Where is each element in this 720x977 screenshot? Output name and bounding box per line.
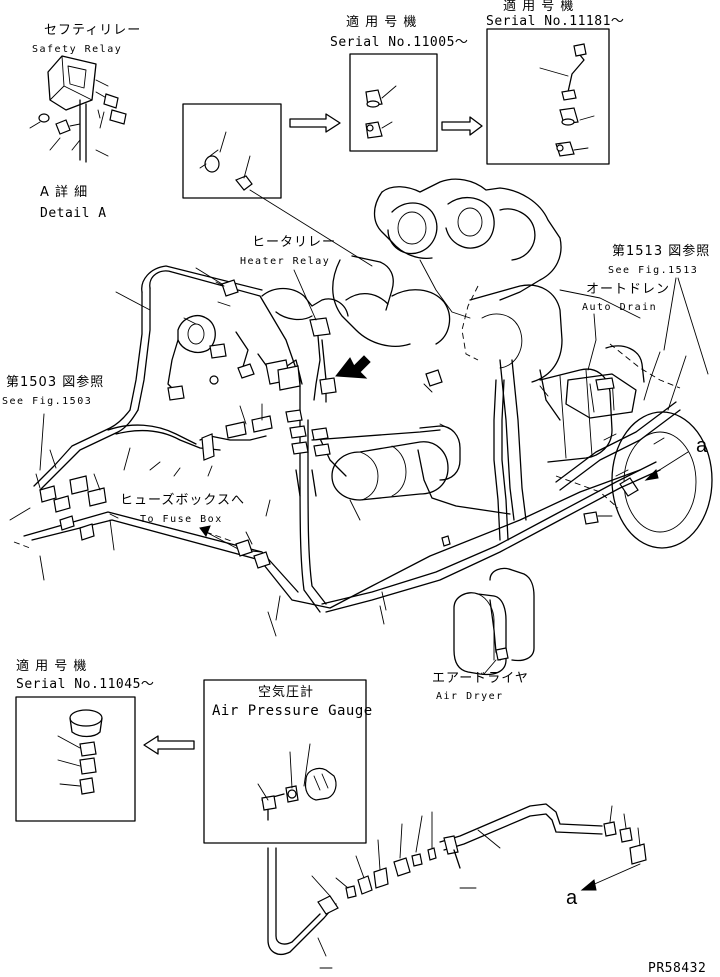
- leader-air-dryer: [483, 659, 497, 675]
- auto-drain-label-jp: オートドレン: [586, 282, 671, 297]
- heater-relay-label-en: Heater Relay: [240, 256, 331, 267]
- air-gauge-label-jp: 空気圧計: [258, 685, 315, 700]
- ref-a-upper: a: [696, 435, 708, 457]
- air-dryer-label-jp: エアードライヤ: [432, 671, 529, 686]
- serial-11181-label-jp: 適 用 号 機: [503, 0, 575, 14]
- see-fig-1513-label-en: See Fig.1513: [608, 265, 699, 276]
- serial-11045-box: [15, 696, 136, 822]
- serial-11005-box: [349, 53, 438, 152]
- serial-11045-label-en: Serial No.11045～: [16, 677, 155, 692]
- arrow-to-fuse-box: [109, 513, 235, 543]
- serial-11045-label-jp: 適 用 号 機: [16, 659, 88, 674]
- wire-harness: [9, 265, 687, 676]
- leader-connector: [249, 189, 373, 267]
- leader-heater-relay: [293, 269, 317, 321]
- ref-a-lower-arrow: [580, 863, 641, 891]
- air-pressure-gauge-box: [203, 679, 367, 844]
- fuse-box-label-en: To Fuse Box: [140, 514, 223, 525]
- see-fig-1513-label-jp: 第1513 図参照: [612, 244, 711, 259]
- ref-a-upper-arrow: [644, 451, 689, 481]
- safety-relay-label-en: Safety Relay: [32, 44, 123, 55]
- serial-11181-label-en: Serial No.11181～: [486, 14, 625, 29]
- fuse-box-label-jp: ヒューズボックスへ: [120, 493, 245, 508]
- leader-1513: [587, 277, 709, 375]
- serial-11005-label-jp: 適 用 号 機: [346, 15, 418, 30]
- air-gauge-label-en: Air Pressure Gauge: [212, 703, 373, 719]
- phantom-lines: [13, 285, 681, 549]
- heater-relay-label-jp: ヒータリレー: [252, 235, 337, 250]
- serial-11005-label-en: Serial No.11005～: [330, 35, 469, 50]
- air-line-assembly: [267, 803, 647, 957]
- detail-a-pointer: [335, 355, 371, 379]
- arrow-to-11045: [143, 735, 195, 755]
- safety-relay-label-jp: セフティリレー: [44, 23, 142, 38]
- detail-a-label-jp: A 詳 細: [40, 185, 89, 200]
- drawing-code: PR58432: [648, 961, 707, 976]
- serial-11181-box: [486, 28, 610, 165]
- see-fig-1503-label-en: See Fig.1503: [2, 396, 93, 407]
- connector-box: [182, 103, 282, 199]
- safety-relay-detail: [29, 55, 127, 163]
- arrow-to-11005: [289, 113, 341, 133]
- see-fig-1503-label-jp: 第1503 図参照: [6, 375, 105, 390]
- auto-drain-label-en: Auto Drain: [582, 302, 658, 313]
- leader-1503: [39, 413, 45, 471]
- detail-a-label-en: Detail A: [40, 206, 107, 221]
- arrow-to-11181: [441, 116, 483, 136]
- ref-a-lower: a: [566, 887, 578, 909]
- air-dryer-label-en: Air Dryer: [436, 691, 504, 702]
